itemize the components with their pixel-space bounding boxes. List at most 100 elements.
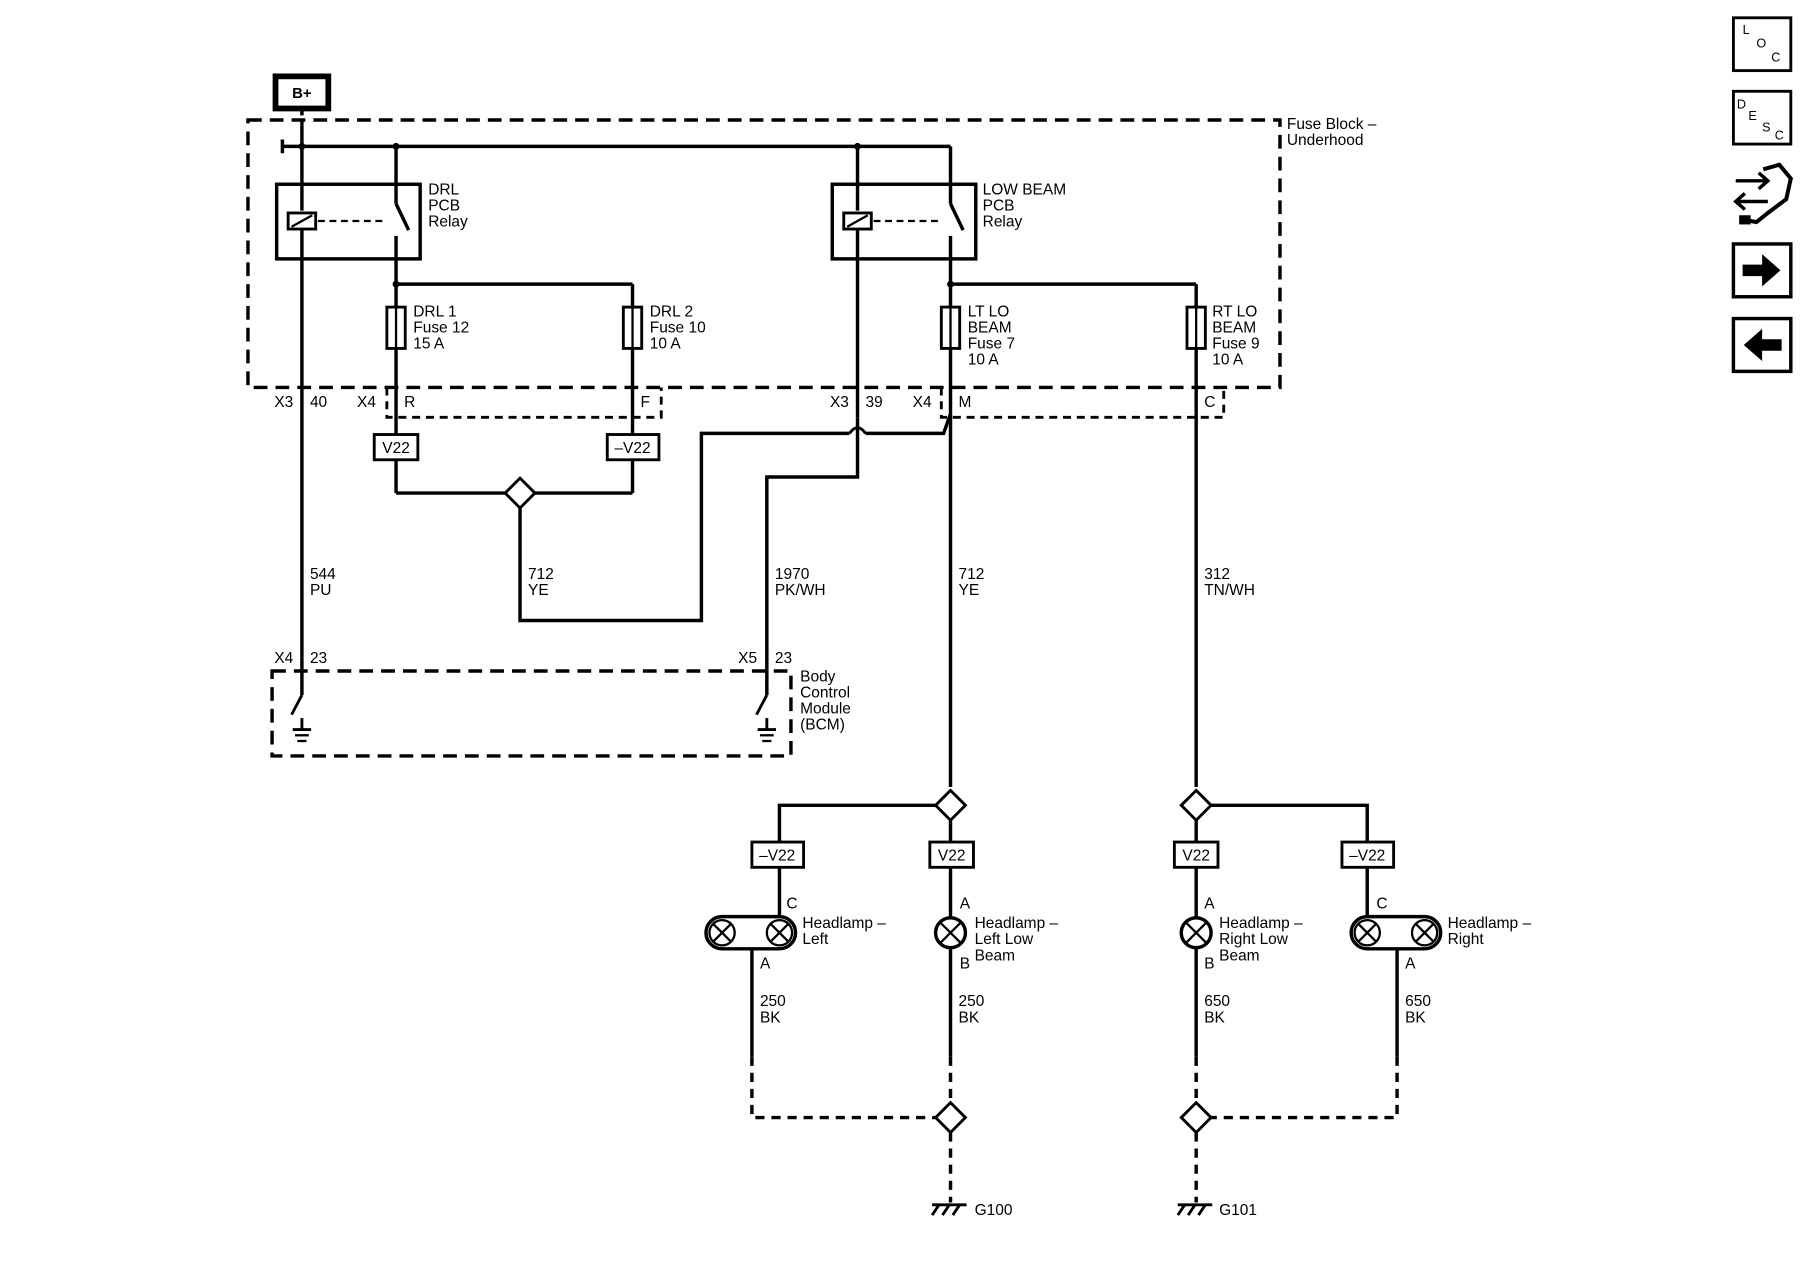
headlamp-right-label: Right	[1448, 931, 1485, 948]
wire-712-color: YE	[528, 582, 549, 599]
fuse-block-outline	[246, 118, 1282, 390]
lamp-right-low-pin-top: A	[1204, 896, 1215, 913]
fuse-block-title: Fuse Block –	[1287, 116, 1377, 133]
connector-x3-label: X3	[830, 394, 849, 411]
splice-712-drl	[503, 476, 537, 511]
wire-312-color: TN/WH	[1204, 582, 1255, 599]
fuse-lt-lo-label: 10 A	[968, 351, 1000, 368]
desc-letter: D	[1737, 97, 1746, 111]
wire-1970-color: PK/WH	[775, 582, 826, 599]
wire-650-circuit: 650	[1405, 993, 1431, 1010]
fuse-lt-lo-label: BEAM	[968, 319, 1012, 336]
headlamp-right-low-label: Beam	[1219, 947, 1259, 964]
bcm-pin-23-label: 23	[310, 650, 327, 667]
fuse-drl1-label: DRL 1	[413, 303, 456, 320]
option-v22-label: V22	[1182, 847, 1210, 864]
pin-r-label: R	[404, 394, 415, 411]
wire-250-circuit: 250	[959, 993, 985, 1010]
bcm-label: Body	[800, 668, 836, 685]
headlamp-left-low-label: Left Low	[975, 931, 1034, 948]
previous-arrow-button[interactable]	[1731, 316, 1793, 374]
pin-40-label: 40	[310, 394, 327, 411]
loc-letter: C	[1771, 50, 1780, 64]
bcm-pin-23-label: 23	[775, 650, 792, 667]
lamp-left-pin-top: C	[786, 896, 797, 913]
pin-f-label: F	[641, 394, 650, 411]
option-v22-label: V22	[382, 440, 410, 457]
headlamp-left-label: Left	[802, 931, 829, 948]
bcm-outline	[270, 669, 793, 758]
headlamp-right	[1349, 914, 1443, 951]
option-not-v22-label: –V22	[759, 847, 795, 864]
desc-button[interactable]: D E S C	[1731, 89, 1793, 146]
fuse-rt-lo-label: BEAM	[1212, 319, 1256, 336]
fuse-rt-lo-label: 10 A	[1212, 351, 1244, 368]
headlamp-left-low-label: Headlamp –	[975, 915, 1059, 932]
wire-712-color: YE	[959, 582, 980, 599]
loc-button[interactable]: L O C	[1731, 16, 1793, 73]
previous-arrow-icon	[1743, 328, 1782, 362]
headlamp-left-low-label: Beam	[975, 947, 1015, 964]
next-arrow-icon	[1742, 254, 1781, 287]
loc-letter: O	[1756, 37, 1766, 51]
drl-relay-label: Relay	[428, 214, 468, 231]
ground-g100-symbol	[930, 1203, 967, 1216]
pin-m-label: M	[959, 394, 972, 411]
splice-ground-right	[1179, 1100, 1214, 1135]
headlamp-left-low-beam	[933, 916, 968, 950]
wire-712-circuit: 712	[528, 566, 554, 583]
lamp-left-low-pin-bottom: B	[960, 955, 970, 972]
low-beam-relay-label: PCB	[983, 198, 1015, 215]
fuse-rt-lo-label: Fuse 9	[1212, 335, 1259, 352]
splice-712-lamps	[933, 788, 968, 823]
drl-relay-label: PCB	[428, 198, 460, 215]
wire-650-color: BK	[1204, 1009, 1225, 1026]
low-beam-relay-label: LOW BEAM	[983, 182, 1066, 199]
fuse-drl2-label: 10 A	[650, 335, 682, 352]
connector-x4-label: X4	[913, 394, 932, 411]
drl-relay	[274, 182, 422, 261]
ground-g100-label: G100	[975, 1202, 1013, 1219]
supply-label: B+	[292, 85, 312, 102]
lamp-right-low-pin-bottom: B	[1204, 955, 1214, 972]
wire-250-color: BK	[959, 1009, 980, 1026]
headlamp-right-low-beam	[1179, 916, 1213, 950]
lamp-right-pin-top: C	[1376, 896, 1387, 913]
fuse-rt-lo-label: RT LO	[1212, 303, 1257, 320]
wire-544-color: PU	[310, 582, 332, 599]
bcm-label: Module	[800, 700, 851, 717]
desc-letter: S	[1762, 120, 1770, 134]
drl-relay-label: DRL	[428, 182, 459, 199]
ground-g101-label: G101	[1219, 1202, 1257, 1219]
splice-ground-left	[933, 1100, 968, 1135]
headlamp-left	[704, 914, 798, 951]
fuse-drl2-label: Fuse 10	[650, 319, 706, 336]
pin-c-label: C	[1204, 394, 1215, 411]
headlamp-right-low-label: Right Low	[1219, 931, 1289, 948]
headlamp-left-label: Headlamp –	[802, 915, 886, 932]
wire-250-color: BK	[760, 1009, 781, 1026]
fuse-block-subtitle: Underhood	[1287, 132, 1364, 149]
lamp-right-pin-bottom: A	[1405, 955, 1416, 972]
desc-letter: C	[1775, 128, 1784, 142]
connector-views-icon[interactable]	[1733, 162, 1793, 225]
bcm-label: (BCM)	[800, 717, 845, 734]
connector-x4-label: X4	[357, 394, 376, 411]
bcm-label: Control	[800, 684, 850, 701]
bcm-connector-x5-label: X5	[738, 650, 757, 667]
lamp-left-low-pin-top: A	[960, 896, 971, 913]
ground-g101-symbol	[1176, 1203, 1213, 1216]
fuse-lt-lo-label: Fuse 7	[968, 335, 1015, 352]
fuse-drl2-label: DRL 2	[650, 303, 693, 320]
option-v22-label: V22	[938, 847, 966, 864]
next-arrow-button[interactable]	[1731, 242, 1793, 299]
wire-312-circuit: 312	[1204, 566, 1230, 583]
bcm-connector-x4-label: X4	[274, 650, 293, 667]
connector-x3-label: X3	[274, 394, 293, 411]
pin-39-label: 39	[866, 394, 883, 411]
desc-letter: E	[1748, 109, 1756, 123]
wire-712-circuit: 712	[959, 566, 985, 583]
wire-650-circuit: 650	[1204, 993, 1230, 1010]
